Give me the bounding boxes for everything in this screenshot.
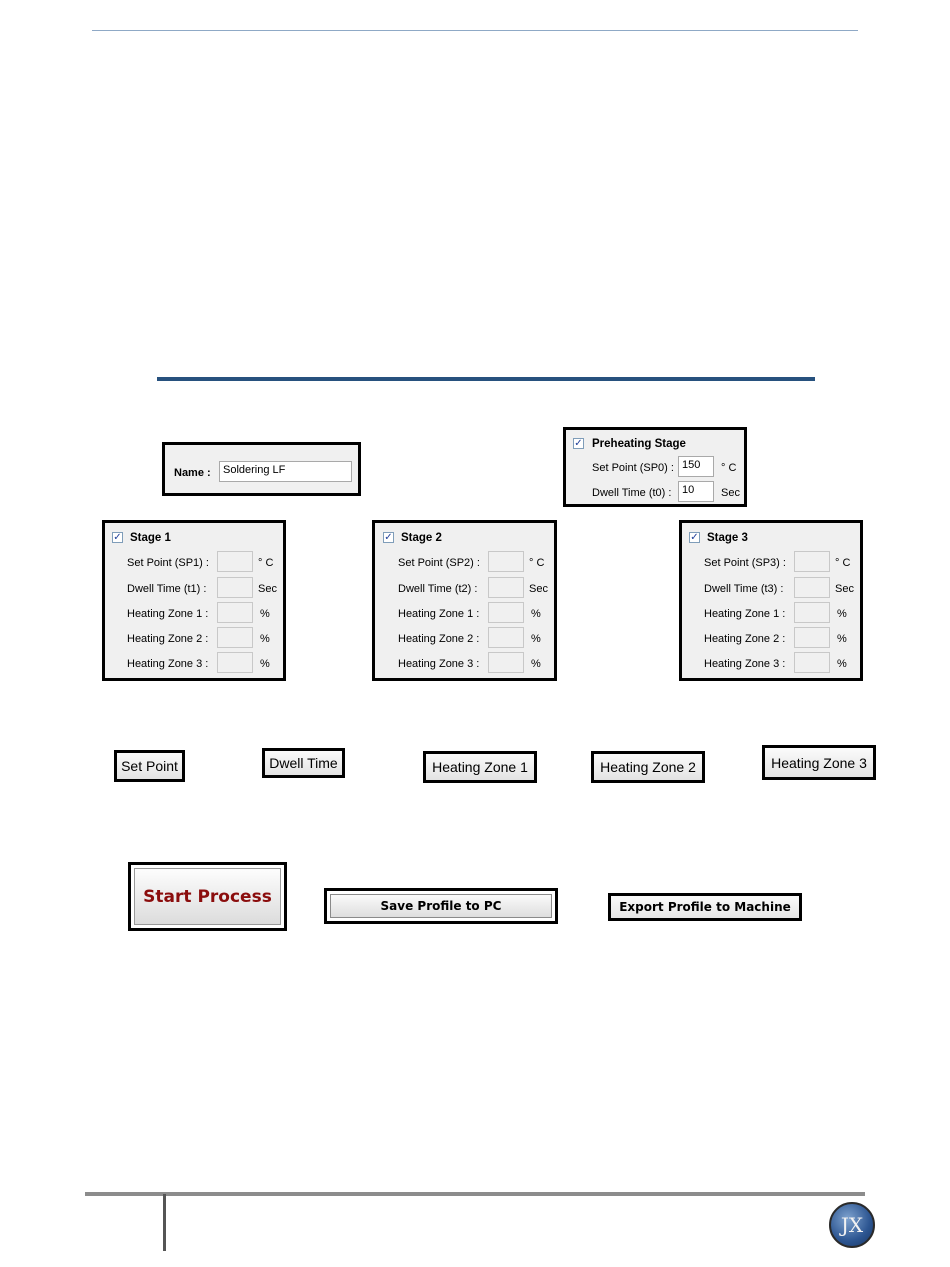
footer-divider	[163, 1194, 166, 1251]
stage-3-hz2-label: Heating Zone 2 :	[704, 633, 786, 645]
stage-3-hz2-input[interactable]	[794, 627, 830, 648]
stage-1-hz3-input[interactable]	[217, 652, 253, 673]
stage-3-set-point-input[interactable]	[794, 551, 830, 572]
heating-zone-2-button[interactable]: Heating Zone 2	[591, 751, 705, 783]
export-profile-button[interactable]: Export Profile to Machine	[608, 893, 802, 921]
heating-zone-3-button[interactable]: Heating Zone 3	[762, 745, 876, 780]
stage-1-hz1-input[interactable]	[217, 602, 253, 623]
stage-3-hz1-input[interactable]	[794, 602, 830, 623]
preheat-dwell-unit: Sec	[721, 487, 740, 499]
stage-2-hz3-input[interactable]	[488, 652, 524, 673]
stage-2-hz1-unit: %	[531, 608, 541, 620]
stage-2-title: Stage 2	[401, 532, 442, 544]
stage-1-hz1-unit: %	[260, 608, 270, 620]
stage-3-dwell-label: Dwell Time (t3) :	[704, 583, 784, 595]
stage-3-hz3-unit: %	[837, 658, 847, 670]
stage-3-hz1-unit: %	[837, 608, 847, 620]
section-rule	[157, 377, 815, 381]
set-point-button[interactable]: Set Point	[114, 750, 185, 782]
preheat-set-point-label: Set Point (SP0) :	[592, 462, 674, 474]
heating-zone-1-button[interactable]: Heating Zone 1	[423, 751, 537, 783]
stage-1-set-point-input[interactable]	[217, 551, 253, 572]
name-label: Name :	[174, 467, 211, 479]
stage-3-dwell-unit: Sec	[835, 583, 854, 595]
stage-2-dwell-input[interactable]	[488, 577, 524, 598]
stage-1-set-point-unit: ° C	[258, 557, 274, 569]
stage-2-hz2-input[interactable]	[488, 627, 524, 648]
stage-2-hz2-label: Heating Zone 2 :	[398, 633, 480, 645]
stage-1-checkbox[interactable]: ✓	[112, 532, 123, 543]
stage-3-set-point-label: Set Point (SP3) :	[704, 557, 786, 569]
stage-2-panel: ✓ Stage 2 Set Point (SP2) : ° C Dwell Ti…	[372, 520, 557, 681]
stage-1-dwell-unit: Sec	[258, 583, 277, 595]
preheat-set-point-input[interactable]: 150	[678, 456, 714, 477]
stage-3-hz3-label: Heating Zone 3 :	[704, 658, 786, 670]
footer-rule	[85, 1192, 865, 1196]
dwell-time-button[interactable]: Dwell Time	[262, 748, 345, 778]
stage-3-set-point-unit: ° C	[835, 557, 851, 569]
stage-3-hz3-input[interactable]	[794, 652, 830, 673]
stage-2-hz1-label: Heating Zone 1 :	[398, 608, 480, 620]
preheating-stage-panel: ✓ Preheating Stage Set Point (SP0) : 150…	[563, 427, 747, 507]
save-profile-label: Save Profile to PC	[330, 894, 552, 918]
stage-3-title: Stage 3	[707, 532, 748, 544]
stage-2-hz3-unit: %	[531, 658, 541, 670]
stage-3-hz1-label: Heating Zone 1 :	[704, 608, 786, 620]
stage-1-hz3-unit: %	[260, 658, 270, 670]
stage-2-dwell-label: Dwell Time (t2) :	[398, 583, 478, 595]
stage-2-hz1-input[interactable]	[488, 602, 524, 623]
stage-2-checkbox[interactable]: ✓	[383, 532, 394, 543]
header-rule	[92, 30, 858, 31]
stage-1-title: Stage 1	[130, 532, 171, 544]
stage-3-checkbox[interactable]: ✓	[689, 532, 700, 543]
stage-1-hz2-input[interactable]	[217, 627, 253, 648]
preheat-title: Preheating Stage	[592, 438, 686, 450]
save-profile-button[interactable]: Save Profile to PC	[324, 888, 558, 924]
jx-logo-icon: JX	[829, 1202, 875, 1248]
stage-1-hz2-label: Heating Zone 2 :	[127, 633, 209, 645]
stage-2-set-point-unit: ° C	[529, 557, 545, 569]
name-panel: Name : Soldering LF	[162, 442, 361, 496]
stage-1-dwell-label: Dwell Time (t1) :	[127, 583, 207, 595]
start-process-button[interactable]: Start Process	[128, 862, 287, 931]
preheat-checkbox[interactable]: ✓	[573, 438, 584, 449]
preheat-dwell-input[interactable]: 10	[678, 481, 714, 502]
preheat-dwell-label: Dwell Time (t0) :	[592, 487, 672, 499]
stage-3-hz2-unit: %	[837, 633, 847, 645]
stage-1-panel: ✓ Stage 1 Set Point (SP1) : ° C Dwell Ti…	[102, 520, 286, 681]
preheat-set-point-unit: ° C	[721, 462, 737, 474]
stage-2-hz3-label: Heating Zone 3 :	[398, 658, 480, 670]
stage-2-dwell-unit: Sec	[529, 583, 548, 595]
stage-1-hz3-label: Heating Zone 3 :	[127, 658, 209, 670]
stage-1-hz2-unit: %	[260, 633, 270, 645]
stage-2-set-point-input[interactable]	[488, 551, 524, 572]
name-input[interactable]: Soldering LF	[219, 461, 352, 482]
stage-3-panel: ✓ Stage 3 Set Point (SP3) : ° C Dwell Ti…	[679, 520, 863, 681]
stage-1-dwell-input[interactable]	[217, 577, 253, 598]
stage-2-set-point-label: Set Point (SP2) :	[398, 557, 480, 569]
start-process-label: Start Process	[134, 868, 281, 925]
stage-3-dwell-input[interactable]	[794, 577, 830, 598]
stage-2-hz2-unit: %	[531, 633, 541, 645]
stage-1-set-point-label: Set Point (SP1) :	[127, 557, 209, 569]
stage-1-hz1-label: Heating Zone 1 :	[127, 608, 209, 620]
